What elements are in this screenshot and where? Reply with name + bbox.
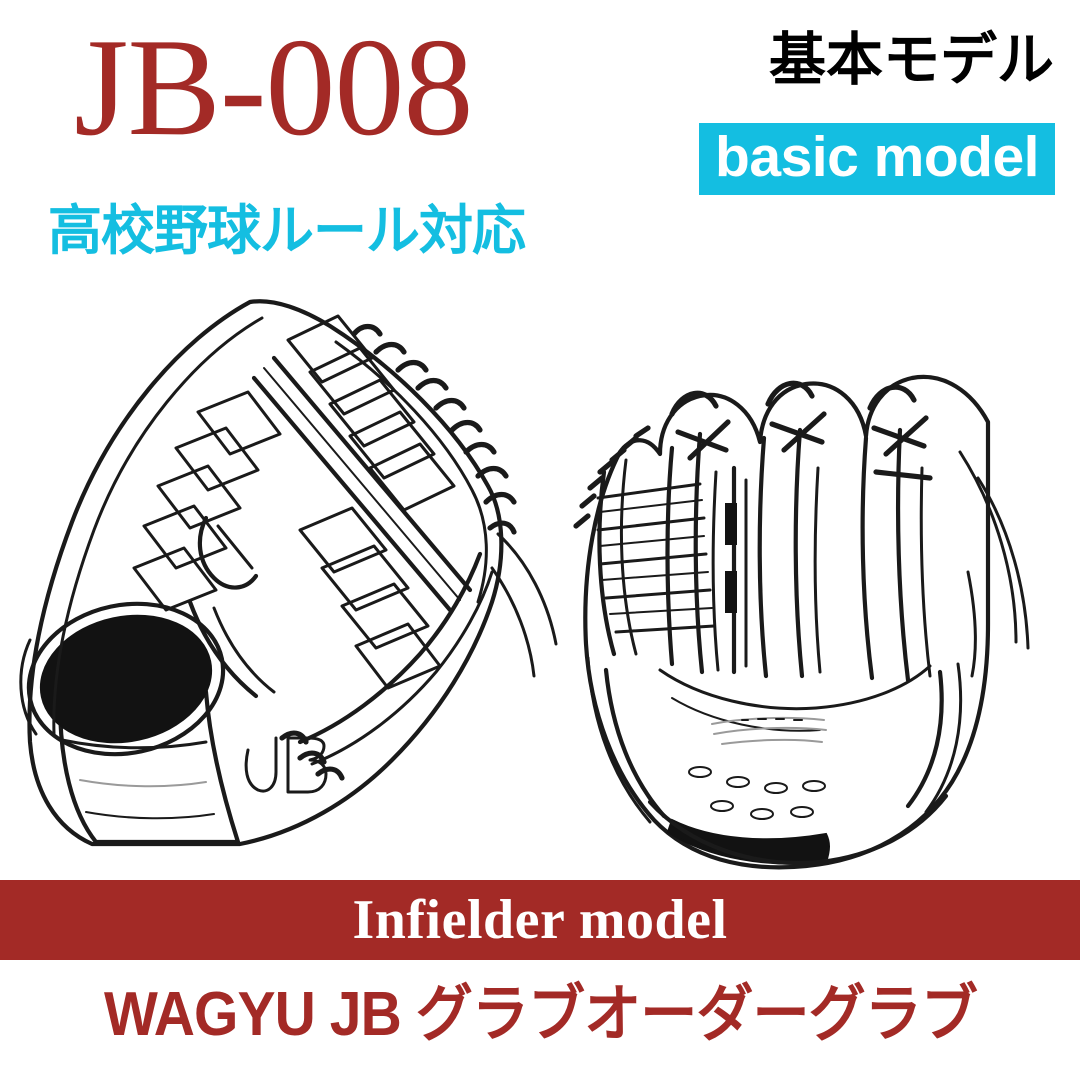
brand-line-row: WAGYU JB グラブオーダーグラブ (0, 975, 1080, 1055)
basic-model-japanese-label: 基本モデル (769, 28, 1054, 92)
position-model-banner: Infielder model (0, 880, 1080, 960)
high-school-rule-compliance-note: 高校野球ルール対応 (48, 201, 526, 261)
thumb-opening (39, 614, 213, 744)
glove-back-view (19, 299, 558, 847)
position-model-label: Infielder model (352, 889, 728, 951)
brand-line-label: WAGYU JB グラブオーダーグラブ (103, 980, 977, 1049)
glove-pair-svg: .ln { fill:none; stroke:#1A1A1A; stroke-… (19, 299, 1030, 870)
palm-finger-stalls (665, 427, 932, 683)
model-code-title: JB-008 (74, 10, 473, 165)
palm-vent-holes (688, 766, 826, 820)
back-finger-straps (132, 314, 473, 690)
palm-thumb-panel (596, 458, 716, 657)
product-illustration: .ln { fill:none; stroke:#1A1A1A; stroke-… (0, 272, 1080, 872)
glove-palm-view (573, 374, 1030, 870)
palm-top-welt-lacing (573, 425, 651, 529)
jb-logo-emboss (244, 736, 328, 794)
back-heel-lacing (279, 730, 345, 781)
basic-model-badge: basic model (699, 123, 1055, 195)
back-top-lacing (351, 323, 517, 535)
palm-web-panel (725, 465, 748, 675)
basic-model-badge-label: basic model (715, 124, 1039, 189)
palm-brand-stamp (711, 716, 827, 745)
palm-finger-tip-lacing (669, 380, 933, 481)
